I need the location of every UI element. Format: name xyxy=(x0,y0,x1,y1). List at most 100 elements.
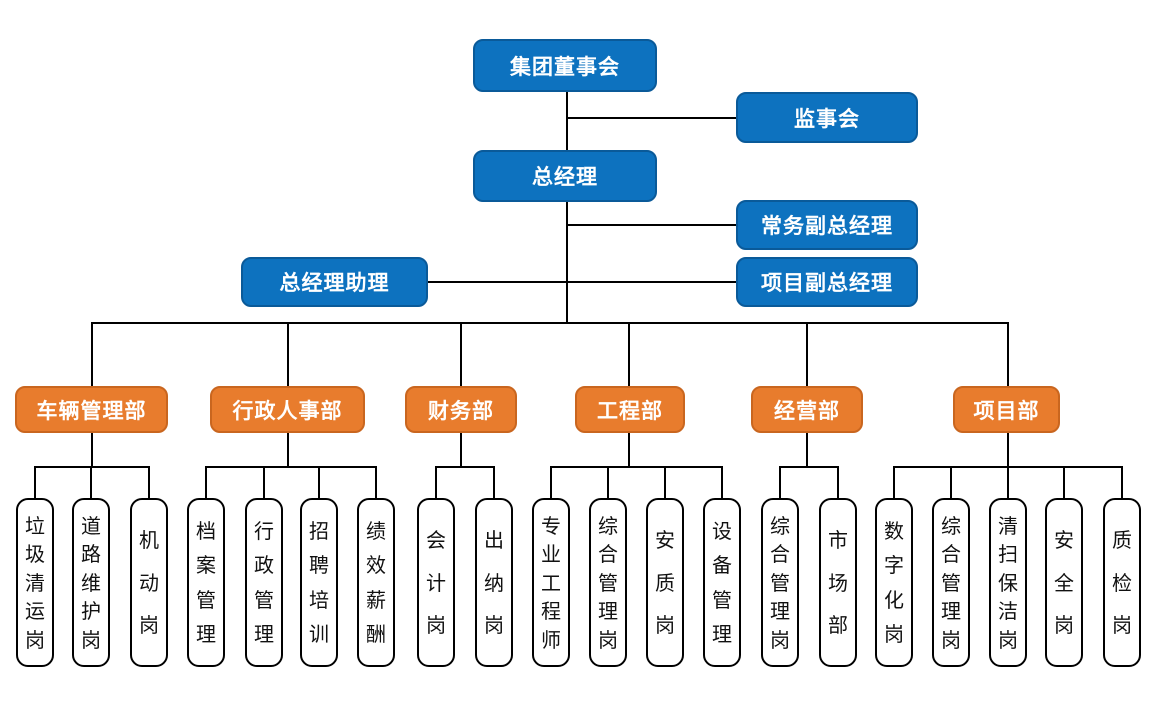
node-label: 绩效薪酬 xyxy=(366,519,386,646)
node-label: 清扫保洁岗 xyxy=(998,513,1018,652)
node-label: 行政管理 xyxy=(254,519,274,646)
connector-line xyxy=(287,322,289,388)
node-project-deputy-gm: 项目副总经理 xyxy=(736,257,918,307)
node-position-admin-mgmt: 行政管理 xyxy=(245,498,283,667)
connector-line xyxy=(664,466,666,500)
node-label: 经营部 xyxy=(774,398,840,423)
connector-line xyxy=(837,466,839,500)
node-label: 综合管理岗 xyxy=(598,513,618,652)
node-position-garbage-removal: 垃圾清运岗 xyxy=(16,498,54,667)
connector-line xyxy=(566,202,568,324)
node-label: 设备管理 xyxy=(712,519,732,646)
connector-line xyxy=(607,466,609,500)
connector-line xyxy=(1007,466,1009,500)
connector-line xyxy=(779,466,781,500)
node-label: 招聘培训 xyxy=(309,519,329,646)
connector-line xyxy=(91,433,93,468)
connector-line xyxy=(205,466,377,468)
node-position-safety-quality: 安质岗 xyxy=(646,498,684,667)
node-label: 工程部 xyxy=(597,398,663,423)
connector-line xyxy=(1121,466,1123,500)
connector-line xyxy=(950,466,952,500)
connector-line xyxy=(34,466,36,500)
node-label: 专业工程师 xyxy=(541,513,561,652)
node-dept-project: 项目部 xyxy=(953,386,1060,433)
node-dept-engineering: 工程部 xyxy=(575,386,685,433)
node-position-quality-inspection: 质检岗 xyxy=(1103,498,1141,667)
node-position-recruit-training: 招聘培训 xyxy=(300,498,338,667)
node-dept-operations: 经营部 xyxy=(751,386,863,433)
node-position-archives: 档案管理 xyxy=(187,498,225,667)
node-label: 垃圾清运岗 xyxy=(25,513,45,652)
node-label: 市场部 xyxy=(828,527,848,638)
connector-line xyxy=(428,281,568,283)
node-label: 项目副总经理 xyxy=(761,271,893,295)
node-group-board: 集团董事会 xyxy=(473,39,657,92)
connector-line xyxy=(566,92,568,152)
connector-line xyxy=(628,322,630,388)
connector-line xyxy=(205,466,207,500)
node-label: 道路维护岗 xyxy=(81,513,101,652)
node-general-manager: 总经理 xyxy=(473,150,657,202)
node-position-general-mgmt-eng: 综合管理岗 xyxy=(589,498,627,667)
connector-line xyxy=(375,466,377,500)
node-position-accounting: 会计岗 xyxy=(417,498,455,667)
node-label: 数字化岗 xyxy=(884,519,904,646)
node-executive-deputy-gm: 常务副总经理 xyxy=(736,200,918,250)
node-label: 集团董事会 xyxy=(510,54,620,79)
node-label: 总经理助理 xyxy=(279,271,390,295)
node-position-market: 市场部 xyxy=(819,498,857,667)
node-label: 机动岗 xyxy=(139,527,159,638)
connector-line xyxy=(91,322,1009,324)
connector-line xyxy=(460,322,462,388)
node-position-general-mgmt-proj: 综合管理岗 xyxy=(932,498,970,667)
node-label: 监事会 xyxy=(794,106,860,131)
connector-line xyxy=(566,117,738,119)
node-label: 项目部 xyxy=(973,398,1040,423)
connector-line xyxy=(148,466,150,500)
connector-line xyxy=(1007,433,1009,468)
node-label: 财务部 xyxy=(428,398,494,423)
connector-line xyxy=(779,466,839,468)
connector-line xyxy=(566,281,740,283)
node-position-cashier: 出纳岗 xyxy=(475,498,513,667)
node-dept-admin-hr: 行政人事部 xyxy=(210,386,365,433)
connector-line xyxy=(493,466,495,500)
node-label: 质检岗 xyxy=(1112,527,1132,638)
connector-line xyxy=(287,433,289,468)
connector-line xyxy=(91,322,93,388)
connector-line xyxy=(628,433,630,468)
node-label: 常务副总经理 xyxy=(761,214,893,238)
node-position-general-mgmt-ops: 综合管理岗 xyxy=(761,498,799,667)
connector-line xyxy=(318,466,320,500)
node-position-road-maintenance: 道路维护岗 xyxy=(72,498,110,667)
connector-line xyxy=(721,466,723,500)
node-label: 车辆管理部 xyxy=(36,398,147,423)
node-label: 总经理 xyxy=(532,165,598,189)
node-label: 安全岗 xyxy=(1054,527,1074,638)
connector-line xyxy=(460,433,462,468)
node-supervisory-board: 监事会 xyxy=(736,92,918,143)
connector-line xyxy=(806,433,808,468)
node-position-cleaning: 清扫保洁岗 xyxy=(989,498,1027,667)
node-dept-finance: 财务部 xyxy=(405,386,517,433)
connector-line xyxy=(90,466,92,500)
connector-line xyxy=(893,466,895,500)
node-label: 档案管理 xyxy=(196,519,216,646)
node-position-performance-pay: 绩效薪酬 xyxy=(357,498,395,667)
node-label: 出纳岗 xyxy=(484,527,504,638)
connector-line xyxy=(806,322,808,388)
node-position-digitalization: 数字化岗 xyxy=(875,498,913,667)
connector-line xyxy=(435,466,437,500)
node-position-equipment-mgmt: 设备管理 xyxy=(703,498,741,667)
node-label: 综合管理岗 xyxy=(770,513,790,652)
node-label: 综合管理岗 xyxy=(941,513,961,652)
connector-line xyxy=(263,466,265,500)
node-label: 行政人事部 xyxy=(232,398,343,423)
node-gm-assistant: 总经理助理 xyxy=(241,257,428,307)
connector-line xyxy=(566,224,740,226)
connector-line xyxy=(435,466,495,468)
node-dept-vehicle-mgmt: 车辆管理部 xyxy=(15,386,168,433)
connector-line xyxy=(550,466,552,500)
